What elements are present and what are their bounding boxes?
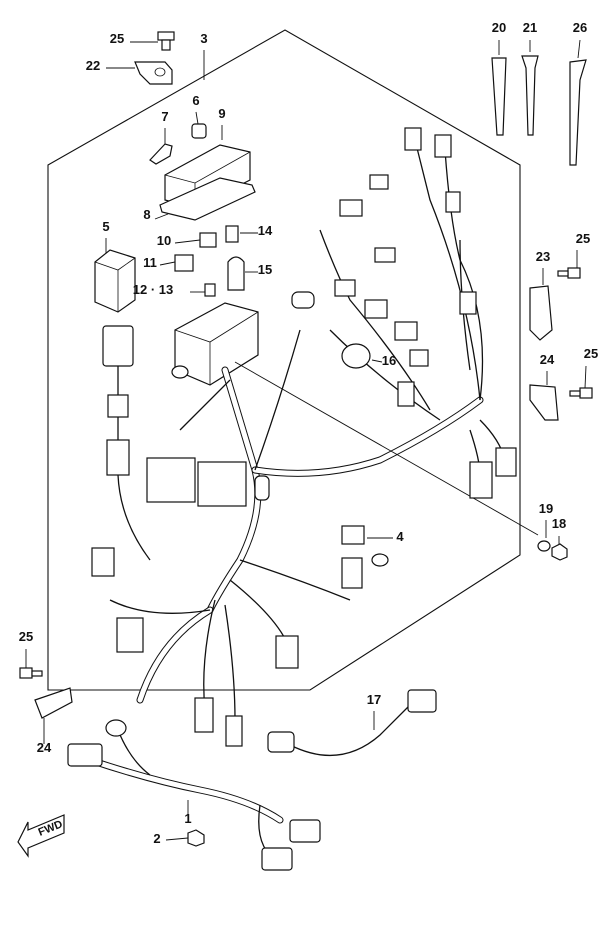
callout-c6: 6 [192,93,199,108]
connector-w [116,617,144,653]
callout-c26: 26 [573,20,587,35]
relay-14 [225,225,258,243]
callout-c2: 2 [153,831,160,846]
connector-g [459,291,477,315]
callout-c15: 15 [258,262,272,277]
nut-18 [551,536,568,561]
cap-6 [191,111,207,139]
bracket-23 [529,268,553,341]
callout-c23: 23 [536,249,550,264]
connector-d [445,191,461,213]
sensor-plug [291,291,315,309]
module-5 [94,238,136,313]
callout-c12: 12 · 13 [133,282,173,297]
callout-c10: 10 [157,233,171,248]
connector-x [275,635,299,669]
bolt-25-right [557,250,581,279]
callout-c18: 18 [552,516,566,531]
bolt-25-top [130,31,175,51]
callout-c16: 16 [382,353,396,368]
tie-26 [569,39,587,166]
tie-21 [521,40,539,136]
cable-17 [267,689,437,756]
callout-c1: 1 [184,811,191,826]
relay-4 [341,525,393,567]
leader-19 [234,361,539,536]
branch-left [136,606,214,704]
connector-y [194,697,214,733]
bolt-25-lower-left [19,649,43,679]
connector-h [334,279,356,297]
callout-c24b: 24 [37,740,52,755]
tie-20 [491,40,507,136]
relay-11 [159,254,194,272]
connector-e [339,199,363,217]
callout-c25d: 25 [19,629,33,644]
callout-c25c: 25 [584,346,598,361]
relay-10 [174,232,217,248]
callout-c7: 7 [161,109,168,124]
connector-v [91,547,115,577]
callout-c14: 14 [258,223,273,238]
callout-c25b: 25 [576,231,590,246]
fwd-arrow-icon: FWD [17,814,65,858]
callout-c11: 11 [143,255,157,270]
connector-a [404,127,422,151]
callout-c25a: 25 [110,31,124,46]
callout-c5: 5 [102,219,109,234]
nut-2 [165,829,205,847]
connector-p [107,394,129,418]
connector-s [197,461,247,507]
callout-c17: 17 [367,692,381,707]
connector-n [495,447,517,477]
connector-z [225,715,243,747]
connector-c [369,174,389,190]
washer-19 [537,520,551,552]
connector-f [374,247,396,263]
harness-1 [67,719,321,871]
assembly-frame [47,29,521,691]
connector-k [409,349,429,367]
bulb-15 [227,256,258,291]
callout-c21: 21 [523,20,537,35]
fuse-12-13 [190,283,216,297]
clip-7 [149,128,173,165]
callout-c9: 9 [218,106,225,121]
connector-q [106,439,130,476]
connector-o [102,325,134,367]
callout-c8: 8 [143,207,150,222]
buzzer-16 [341,343,383,369]
connector-u [341,557,363,589]
callout-c22: 22 [86,58,100,73]
connector-l [397,381,415,407]
connector-m [469,461,493,499]
callout-c20: 20 [492,20,506,35]
connector-b [434,134,452,158]
callout-c4: 4 [396,529,404,544]
callout-c19: 19 [539,501,553,516]
callout-c24a: 24 [540,352,555,367]
bracket-24-right [529,371,559,421]
callout-c3: 3 [200,31,207,46]
connector-i [364,299,388,319]
fuse-box-3 [171,302,259,386]
bolt-25-lower-right [569,365,593,399]
connector-j [394,321,418,341]
bracket-24-left [34,687,73,744]
gasket-8 [154,177,256,221]
connector-t [254,475,270,501]
connector-r [146,457,196,503]
bracket-22 [106,61,173,85]
